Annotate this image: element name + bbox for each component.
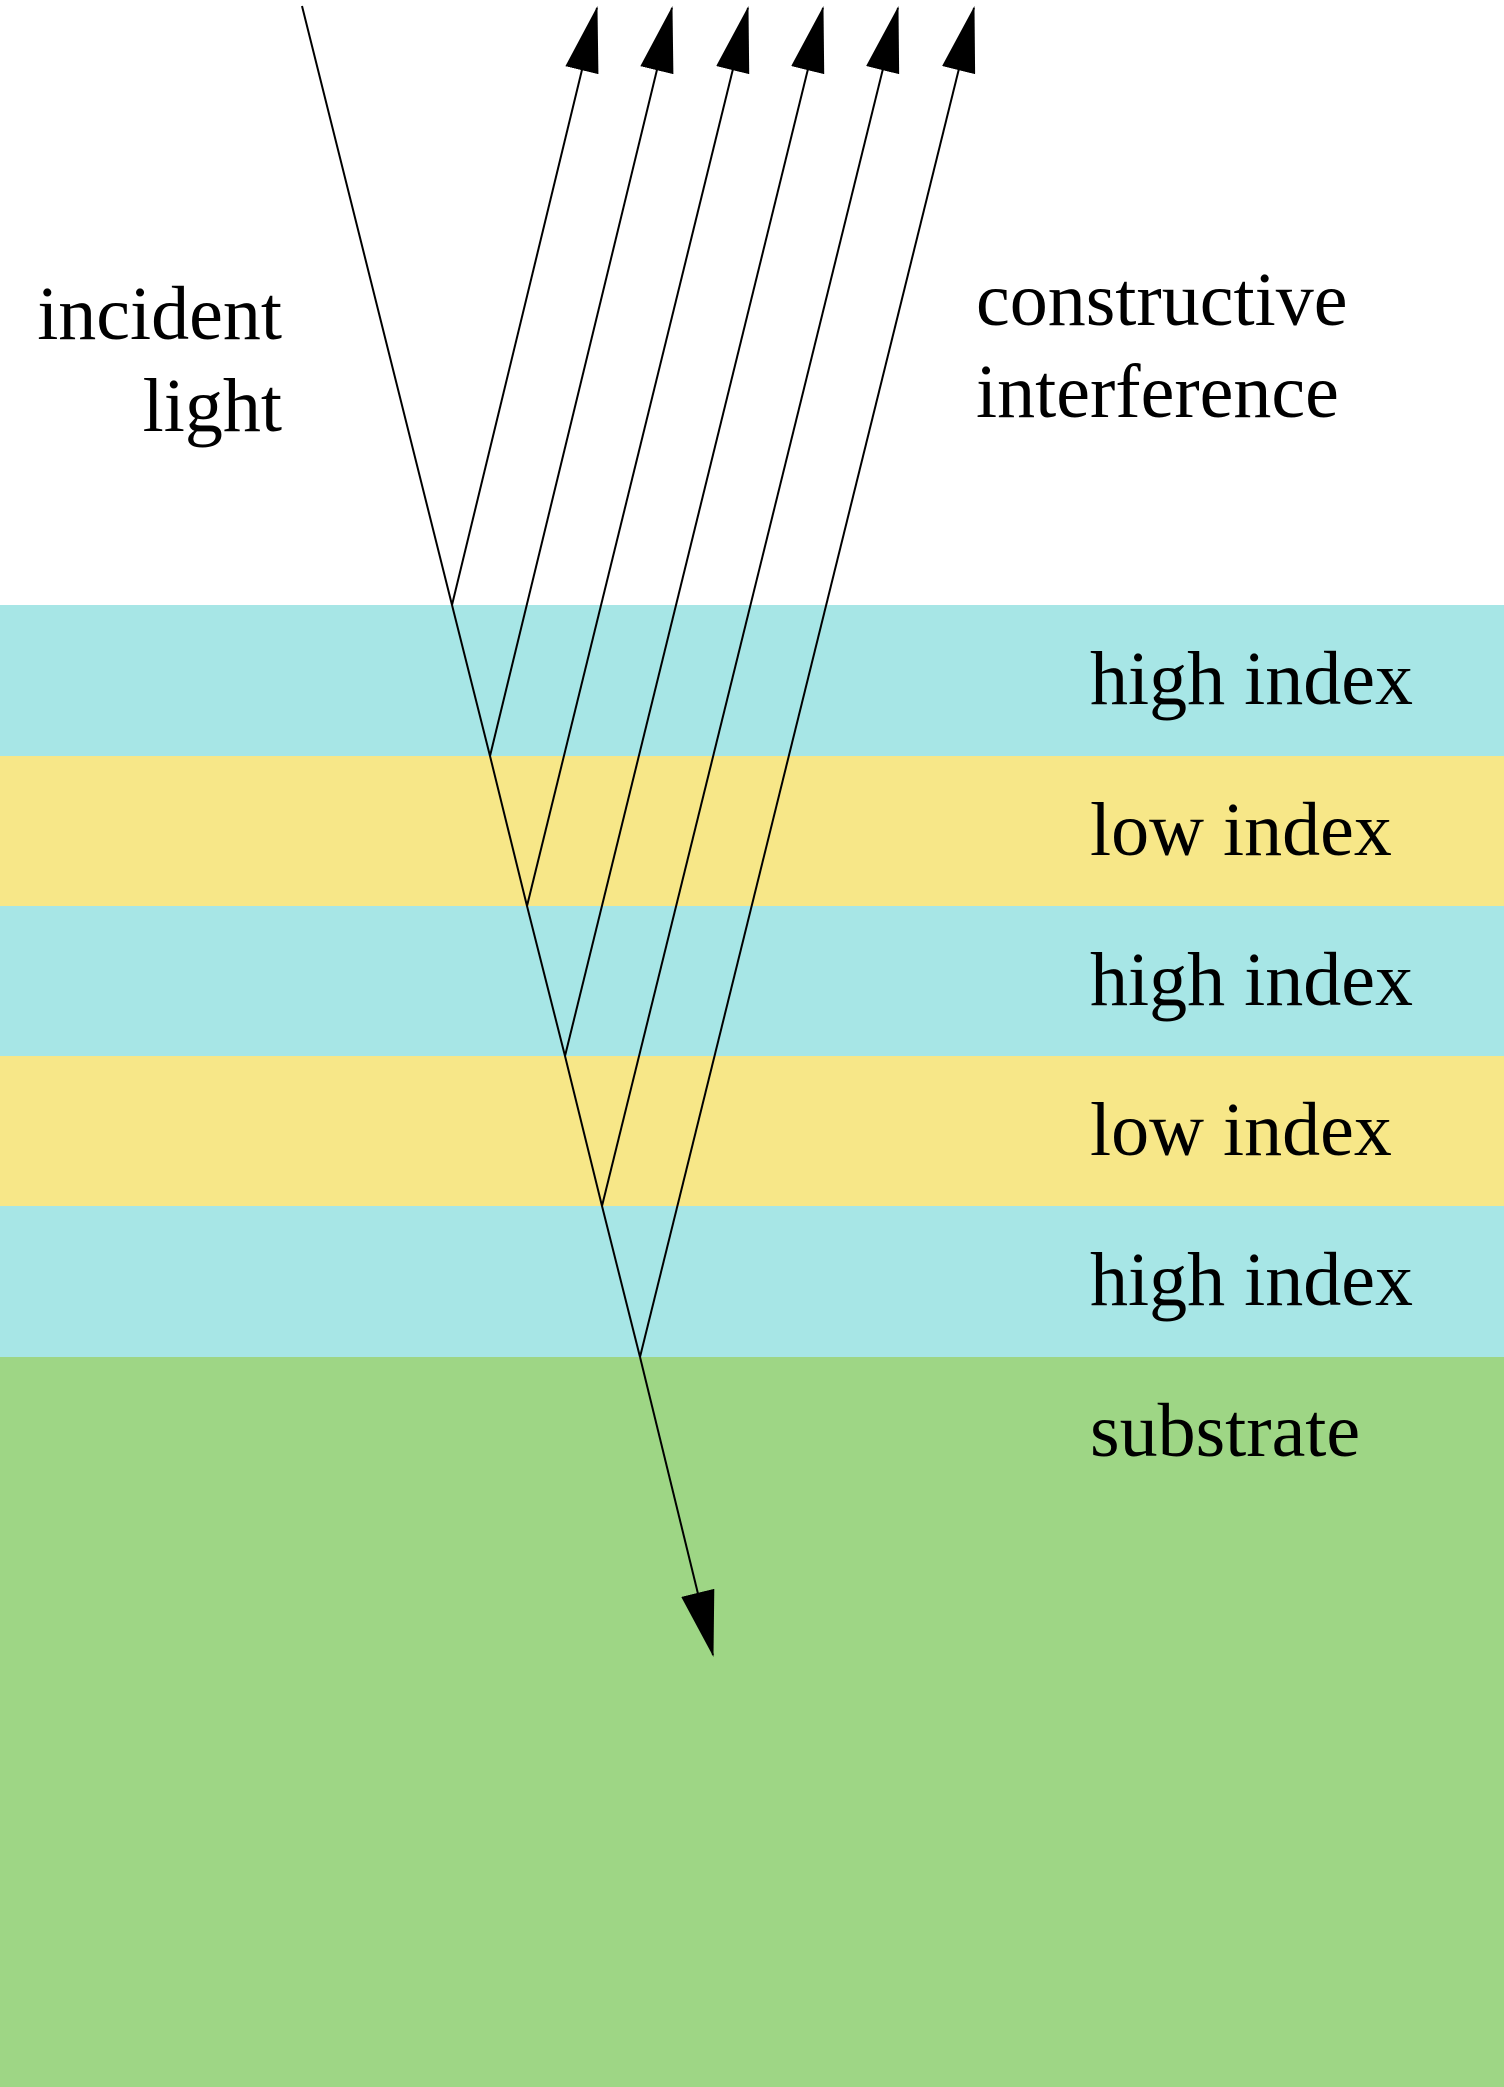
layer-high-index-1: high index <box>0 605 1504 756</box>
layer-label: high index <box>1090 938 1413 1022</box>
constructive-interference-label: constructive interference <box>976 254 1347 438</box>
layer-high-index-2: high index <box>0 906 1504 1056</box>
transmitted-ray <box>639 1356 715 1657</box>
layer-low-index-2: low index <box>0 1056 1504 1206</box>
layer-label: low index <box>1090 788 1392 872</box>
substrate-label: substrate <box>1090 1389 1361 1473</box>
reflected-label-line1: constructive <box>976 258 1348 342</box>
reflected-ray-2 <box>489 6 674 757</box>
reflected-ray-6 <box>639 6 976 1358</box>
reflected-ray-5 <box>601 6 900 1207</box>
incident-light-label: incident light <box>0 268 282 452</box>
layer-label: high index <box>1090 637 1413 721</box>
layer-low-index-1: low index <box>0 756 1504 906</box>
reflected-ray-3 <box>526 6 750 907</box>
incident-ray <box>301 5 641 1358</box>
layer-label: low index <box>1090 1088 1392 1172</box>
layer-label: high index <box>1090 1238 1413 1322</box>
incident-label-line2: light <box>142 364 282 448</box>
reflected-label-line2: interference <box>976 350 1339 434</box>
incident-label-line1: incident <box>37 272 282 356</box>
substrate-layer: substrate <box>0 1357 1504 2087</box>
reflected-ray-1 <box>451 6 599 606</box>
reflected-ray-4 <box>564 6 825 1057</box>
layer-high-index-3: high index <box>0 1206 1504 1357</box>
